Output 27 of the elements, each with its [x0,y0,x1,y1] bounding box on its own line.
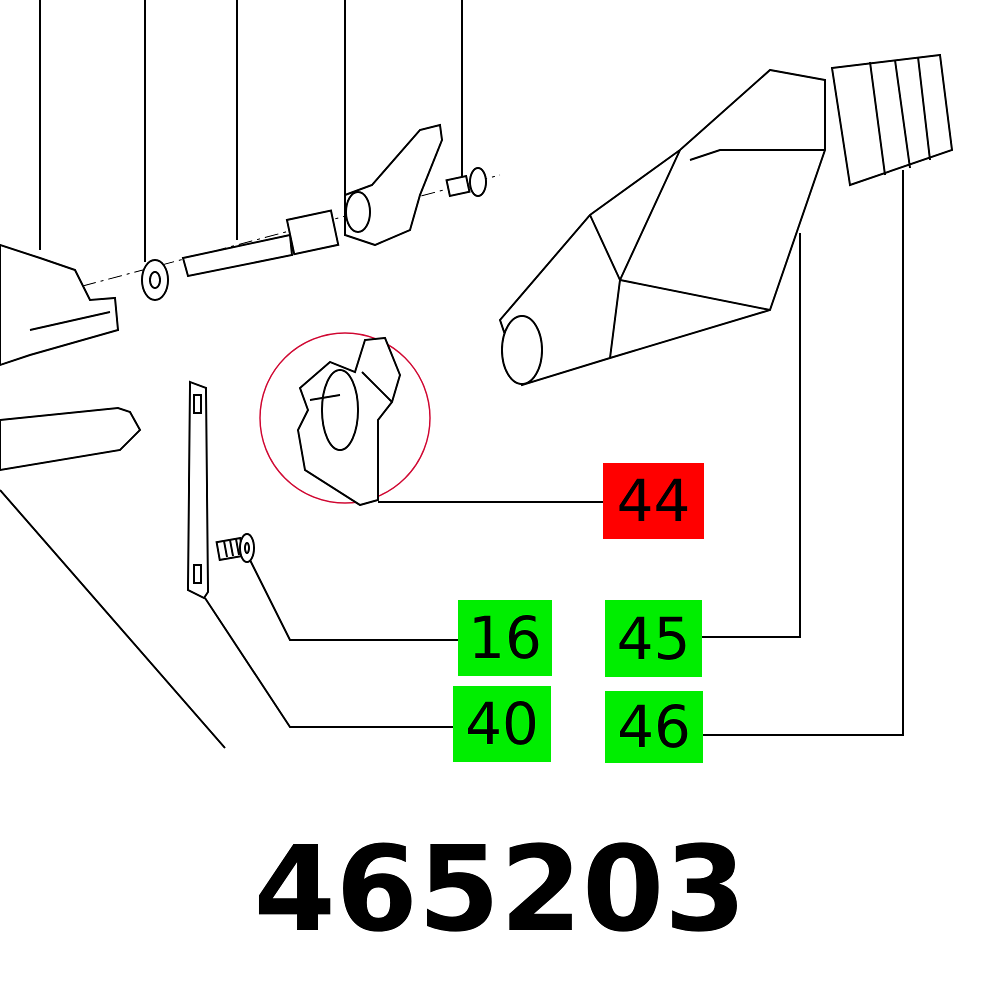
leader-line [461,0,463,178]
callout-number: 16 [458,600,552,676]
lever-arm-drawing [0,406,142,472]
leader-line [236,0,238,240]
pin-drawing [182,209,340,278]
lever-drawing [344,124,444,246]
screw-drawing [215,533,255,563]
leader-line [0,489,226,749]
callout-number: 45 [605,600,702,677]
callout-number: 44 [603,463,704,539]
callout-number: 40 [453,686,551,762]
threaded-end-drawing [830,54,954,186]
leader-line [144,0,146,262]
clip-drawing [296,336,402,506]
leader-line [702,233,801,638]
part-number-title: 465203 [252,820,748,958]
leader-line [39,0,41,250]
leader-line [204,597,453,728]
washer-drawing [141,259,169,301]
leader-line [703,170,904,736]
leader-line [378,501,603,503]
callout-number: 46 [605,691,703,763]
housing-drawing [0,244,120,366]
bracket-plate-drawing [187,380,209,600]
nozzle-drawing [498,68,826,386]
screw-drawing [445,167,487,198]
leader-line [249,560,458,641]
